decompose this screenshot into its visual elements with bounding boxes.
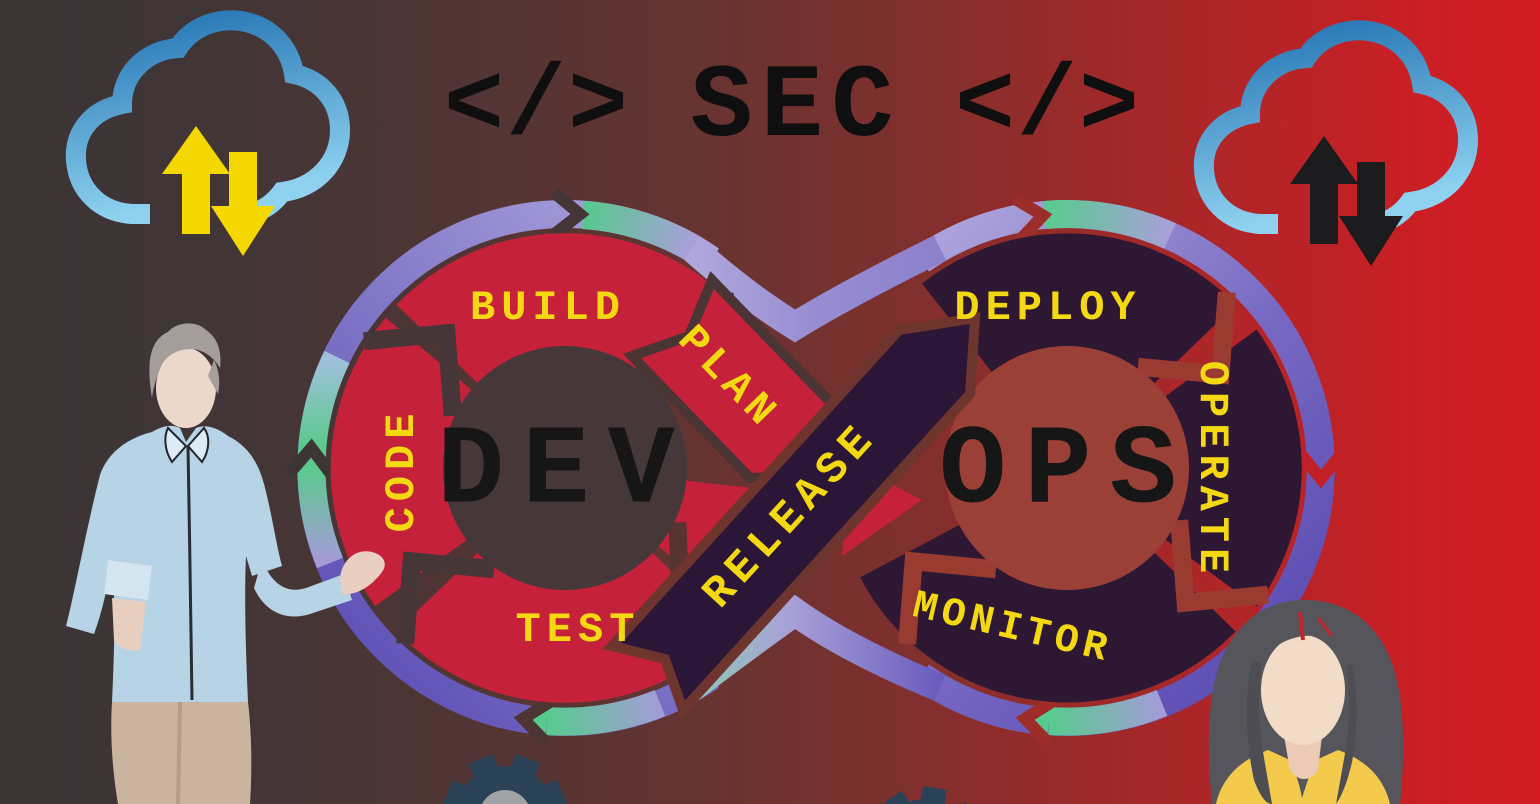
operate-segment bbox=[1164, 329, 1302, 607]
header-title: </> SEC </> bbox=[444, 49, 1141, 167]
collar-left bbox=[164, 426, 188, 464]
release-shape bbox=[602, 312, 981, 720]
code-tag-icon-left: </> bbox=[444, 52, 630, 165]
ops-ring-gaps bbox=[898, 291, 1269, 645]
chevron-gap-icon bbox=[1170, 519, 1269, 613]
stage-label-test: TEST bbox=[516, 606, 641, 654]
stage-label-operate: OPERATE bbox=[1188, 361, 1236, 579]
pants bbox=[111, 702, 252, 804]
ops-center-circle bbox=[945, 346, 1189, 590]
shirt-seam bbox=[186, 445, 194, 701]
chevron-gap-icon bbox=[1015, 695, 1057, 747]
flow-arrow-green bbox=[546, 689, 666, 736]
code-segment bbox=[330, 317, 474, 607]
upload-arrow-icon bbox=[1290, 136, 1358, 244]
gear-icon-right bbox=[881, 785, 980, 804]
band-gap-chevrons bbox=[284, 188, 1347, 747]
gear-icon-left bbox=[442, 753, 568, 804]
left-hand bbox=[112, 598, 146, 651]
right-arm bbox=[254, 560, 352, 617]
hair-side bbox=[208, 360, 220, 394]
collar-right bbox=[186, 426, 210, 464]
deploy-segment bbox=[922, 233, 1236, 385]
face bbox=[156, 348, 216, 428]
hair-streak-red bbox=[1316, 617, 1334, 637]
chevron-gap-icon bbox=[363, 323, 462, 417]
flow-arrow-green bbox=[1048, 689, 1168, 736]
cloud-outline bbox=[1193, 20, 1479, 234]
page-title: SEC bbox=[690, 49, 901, 167]
chevron-gap-icon bbox=[1295, 449, 1347, 489]
ops-label: OPS bbox=[939, 409, 1195, 536]
chevron-gap-icon bbox=[1137, 291, 1236, 385]
hair-strand-left bbox=[1246, 660, 1272, 804]
code-tag-icon-right: </> bbox=[955, 52, 1141, 165]
chevron-gap-icon bbox=[284, 438, 337, 479]
dev-label: DEV bbox=[437, 409, 693, 536]
hair-part-red bbox=[1298, 611, 1305, 641]
face bbox=[1261, 635, 1345, 745]
stage-label-code: CODE bbox=[378, 408, 426, 533]
hair-strand-right bbox=[1336, 664, 1357, 804]
stage-label-deploy: DEPLOY bbox=[954, 284, 1141, 332]
build-segment bbox=[396, 233, 734, 385]
neck bbox=[1284, 736, 1322, 779]
hair bbox=[149, 323, 221, 398]
upload-arrow-icon bbox=[162, 126, 230, 234]
cloud-outline bbox=[65, 10, 351, 224]
man-presenting-figure bbox=[66, 323, 385, 804]
flow-arrow-green bbox=[297, 350, 350, 569]
download-arrow-icon bbox=[1339, 162, 1403, 266]
right-hand bbox=[340, 551, 385, 595]
left-cuff bbox=[104, 560, 152, 600]
monitor-segment bbox=[860, 523, 1236, 703]
infinity-outer-band bbox=[284, 188, 1347, 747]
woman-figure bbox=[1208, 600, 1404, 804]
chevron-gap-icon bbox=[898, 551, 997, 645]
cloud-sync-icon-left bbox=[65, 10, 351, 256]
top-connector-band bbox=[682, 235, 947, 343]
ops-loop: OPS bbox=[860, 233, 1302, 703]
flow-arrow-green bbox=[1043, 200, 1176, 249]
dev-center-circle bbox=[443, 346, 687, 590]
gear-hub bbox=[481, 790, 529, 804]
stage-label-build: BUILD bbox=[470, 284, 626, 332]
chevron-gap-icon bbox=[1011, 193, 1053, 244]
cloud-sync-icon-right bbox=[1193, 20, 1479, 266]
flow-arrow-green bbox=[581, 201, 699, 261]
download-arrow-icon bbox=[211, 152, 275, 256]
chevron-gap-icon bbox=[549, 188, 590, 240]
chevron-gap-icon bbox=[396, 551, 495, 645]
pants-crease bbox=[176, 701, 182, 804]
chevron-gap-icon bbox=[513, 695, 555, 747]
